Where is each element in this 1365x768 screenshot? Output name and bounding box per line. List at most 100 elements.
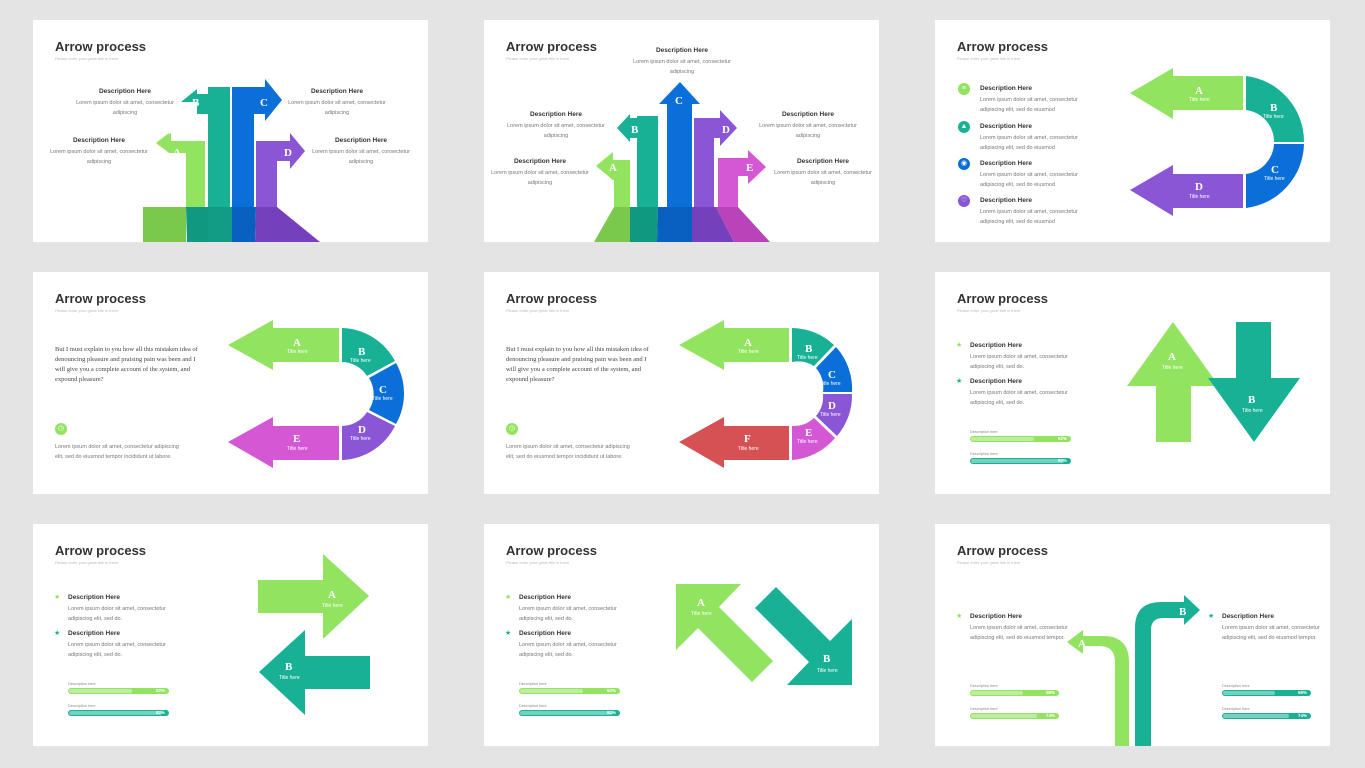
slide-title: Arrow process [957, 291, 1049, 306]
slide-4[interactable]: Arrow process Please enter your great ti… [33, 272, 428, 494]
segment-c [1246, 144, 1304, 208]
letter-a: A [173, 147, 181, 159]
note-text: Lorem ipsum dolor sit amet, consectetur … [55, 444, 179, 460]
arrow-a [186, 141, 205, 207]
letter-b: B [358, 346, 366, 358]
arrow-e [718, 150, 766, 207]
arrow-b [197, 87, 230, 207]
slide-1[interactable]: Arrow process Please enter your great ti… [33, 20, 428, 242]
progress-fill [69, 711, 162, 715]
paragraph: But I must explain to you how all this m… [55, 346, 198, 383]
arrow-d [256, 133, 305, 207]
letter-c: C [379, 384, 387, 396]
title-d: Title here [1189, 194, 1210, 200]
star-icon: ★ [505, 594, 512, 601]
arrow-diagram: A B C D [143, 79, 320, 242]
letter-d: D [1195, 181, 1203, 193]
title-c: Title here [820, 381, 841, 387]
letter-e: E [746, 162, 753, 174]
slide-title: Arrow process [957, 39, 1049, 54]
letter-f: F [744, 433, 751, 445]
bell-icon: ♡ [958, 195, 970, 207]
slide-subtitle: Please enter your great title in there [506, 308, 570, 313]
title-c: Title here [1264, 176, 1285, 182]
slide-2[interactable]: Arrow process Please enter your great ti… [484, 20, 879, 242]
arrow-a-base [143, 207, 186, 242]
star-icon: ★ [956, 613, 963, 620]
u-turn-diagram: A Title here B Title here C Title here D… [679, 320, 853, 468]
letter-a: A [328, 589, 336, 601]
title-a: Title here [691, 611, 712, 617]
progress-fill [520, 689, 583, 693]
letter-c: C [1271, 164, 1279, 176]
letter-d: D [358, 424, 366, 436]
clock-icon: ◷ [506, 423, 518, 435]
branch-arrows: A B [1067, 595, 1200, 746]
progress-fill [971, 714, 1037, 718]
progress-fill [971, 437, 1034, 441]
letter-c: C [675, 95, 683, 107]
letter-d: D [722, 124, 730, 136]
title-b: Title here [1242, 408, 1263, 414]
slide-5[interactable]: Arrow process Please enter your great ti… [484, 272, 879, 494]
paragraph: But I must explain to you how all this m… [506, 346, 649, 383]
slide-7[interactable]: Arrow process Please enter your great ti… [33, 524, 428, 746]
slide-8[interactable]: Arrow process Please enter your great ti… [484, 524, 879, 746]
title-a: Title here [1162, 365, 1183, 371]
segment-e [792, 418, 835, 460]
arrow-c [232, 79, 282, 207]
letter-d: D [828, 400, 836, 412]
letter-b: B [631, 124, 639, 136]
slide-6[interactable]: Arrow process Please enter your great ti… [935, 272, 1330, 494]
slide-subtitle: Please enter your great title in there [506, 56, 570, 61]
star-icon: ★ [956, 378, 963, 385]
letter-b: B [823, 653, 831, 665]
letter-e: E [805, 427, 812, 439]
title-b: Title here [279, 675, 300, 681]
progress-bar-2: Description here 92% [68, 704, 169, 716]
slide-subtitle: Please enter your great title in there [55, 560, 119, 565]
arrow-b-diagonal [755, 587, 852, 685]
arrow-a-head [156, 133, 205, 153]
letter-a: A [609, 162, 617, 174]
slide-subtitle: Please enter your great title in there [957, 560, 1021, 565]
arrow-a [612, 160, 630, 180]
letter-c: C [260, 97, 268, 109]
slide-subtitle: Please enter your great title in there [957, 56, 1021, 61]
arrow-b-head [617, 114, 630, 142]
clock-icon: ◷ [55, 423, 67, 435]
arrow-c [659, 82, 700, 207]
progress-fill [69, 689, 132, 693]
title-b: Title here [797, 355, 818, 361]
target-icon: ◉ [958, 158, 970, 170]
arrow-a-diagonal [676, 584, 773, 682]
u-turn-diagram: A Title here B Title here C Title here D… [1130, 68, 1305, 216]
arrow-d [694, 110, 737, 207]
title-a: Title here [322, 603, 343, 609]
segment-d [342, 412, 395, 460]
left-right-arrows: A Title here B Title here [258, 554, 370, 715]
slide-title: Arrow process [55, 291, 147, 306]
progress-fill [1223, 691, 1275, 695]
progress-bar-2: Description here 92% [970, 452, 1071, 464]
title-e: Title here [797, 439, 818, 445]
note-text: Lorem ipsum dolor sit amet, consectetur … [506, 444, 630, 460]
progress-bar-1: Description here 62% [68, 682, 169, 694]
slide-3[interactable]: Arrow process Please enter your great ti… [935, 20, 1330, 242]
shield-icon: ▲ [958, 121, 970, 133]
letter-a: A [1195, 85, 1203, 97]
title-e: Title here [287, 446, 308, 452]
progress-fill [971, 691, 1023, 695]
slide-9[interactable]: Arrow process Please enter your great ti… [935, 524, 1330, 746]
letter-a: A [1168, 351, 1176, 363]
letter-a: A [697, 597, 705, 609]
arrow-a-branch [1067, 630, 1129, 746]
